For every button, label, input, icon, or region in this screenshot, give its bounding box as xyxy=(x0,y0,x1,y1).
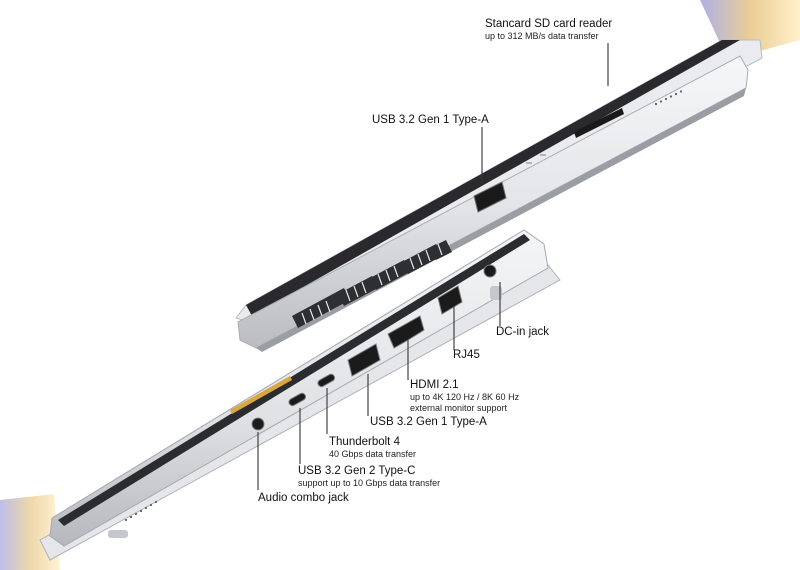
callout-hdmi-sub-2: external monitor support xyxy=(410,402,508,413)
audio-jack-port xyxy=(251,417,265,431)
callout-rj45: RJ45 xyxy=(453,349,480,362)
speaker-holes-left xyxy=(124,500,158,522)
callout-usb-a-top: USB 3.2 Gen 1 Type-A xyxy=(372,114,489,127)
callout-rj45-title: RJ45 xyxy=(453,349,480,361)
callout-audio: Audio combo jack xyxy=(258,492,349,505)
rubber-foot xyxy=(490,286,502,300)
dc-in-port xyxy=(483,264,497,278)
callout-usb-a-left: USB 3.2 Gen 1 Type-A xyxy=(370,416,487,429)
callout-audio-title: Audio combo jack xyxy=(258,492,349,504)
callout-dc-in-title: DC-in jack xyxy=(496,326,550,338)
usb-c-port xyxy=(288,392,307,407)
callout-thunderbolt: Thunderbolt 4 40 Gbps data transfer xyxy=(329,436,416,460)
gold-accent xyxy=(230,376,292,414)
leader-lines xyxy=(257,43,609,490)
speaker-holes xyxy=(654,90,683,106)
laptop-lid-dark-edge xyxy=(246,40,740,316)
vent-grille xyxy=(292,240,452,328)
callout-sd-reader: Stancard SD card reader up to 312 MB/s d… xyxy=(485,18,612,42)
status-indicators xyxy=(526,154,546,164)
sd-card-slot xyxy=(574,108,624,138)
laptop-base-dark-seam xyxy=(58,234,530,526)
laptop-right-side xyxy=(235,0,800,352)
callout-sd-reader-sub: up to 312 MB/s data transfer xyxy=(485,31,599,42)
callout-usb-c: USB 3.2 Gen 2 Type-C support up to 10 Gb… xyxy=(298,465,440,489)
usb-a-port-right xyxy=(473,181,507,213)
callout-usb-c-title: USB 3.2 Gen 2 Type-C xyxy=(298,465,416,477)
callout-hdmi: HDMI 2.1 up to 4K 120 Hz / 8K 60 Hz exte… xyxy=(410,379,519,413)
callout-dc-in: DC-in jack xyxy=(496,326,549,339)
callout-usb-a-left-title: USB 3.2 Gen 1 Type-A xyxy=(370,416,487,428)
callout-usb-a-top-title: USB 3.2 Gen 1 Type-A xyxy=(372,114,489,126)
callout-hdmi-sub-1: up to 4K 120 Hz / 8K 60 Hz xyxy=(410,392,520,403)
laptop-base-bottom-unit xyxy=(49,229,549,547)
vent-slats xyxy=(301,243,443,325)
callout-sd-reader-title: Stancard SD card reader xyxy=(485,18,613,30)
usb-a-port-left xyxy=(347,343,381,377)
callout-usb-c-sub: support up to 10 Gbps data transfer xyxy=(298,478,441,489)
rubber-foot xyxy=(108,530,128,538)
callout-thunderbolt-title: Thunderbolt 4 xyxy=(329,436,400,448)
callout-thunderbolt-sub: 40 Gbps data transfer xyxy=(329,449,417,460)
callout-hdmi-title: HDMI 2.1 xyxy=(410,379,459,391)
thunderbolt-port xyxy=(317,373,336,388)
hdmi-port xyxy=(387,315,425,349)
rj45-port xyxy=(437,285,463,315)
